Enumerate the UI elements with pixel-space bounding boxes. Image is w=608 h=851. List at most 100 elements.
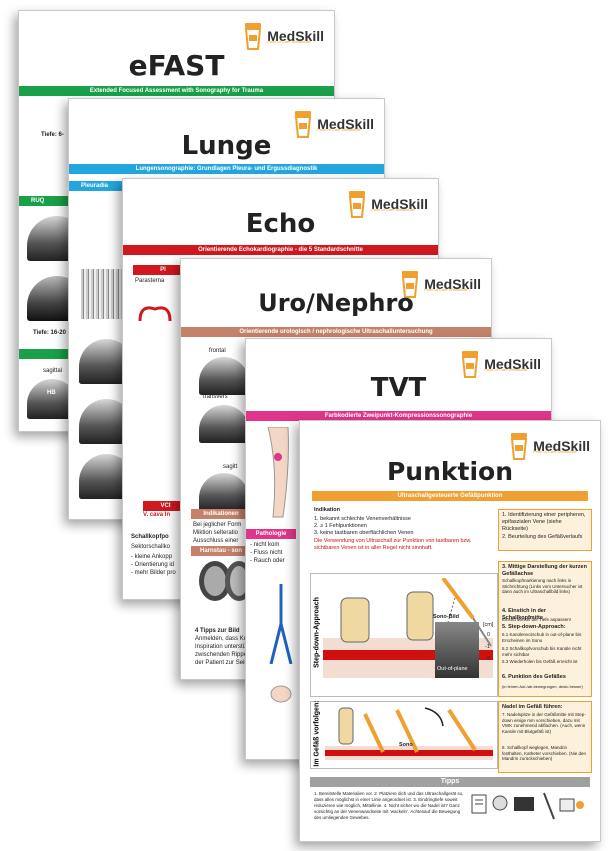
efast-ruq-band: RUQ (19, 196, 104, 206)
card-title: Uro/Nephro (258, 289, 414, 317)
heart-icon (138, 306, 172, 322)
cm-label: [cm] (483, 622, 494, 628)
card-subtitle-band: Farbkodierte Zweipunkt-Kompressionssonog… (246, 411, 551, 421)
medskill-logo: MedSkill Point of Care Ultraschall (460, 349, 541, 379)
step-1: 1. Identifizierung einer peripheren, epi… (502, 512, 586, 532)
step-2: 2. Beurteilung des Gefäßverlaufs (502, 534, 583, 540)
vessel-side-label: Im Gefäß vorfolgen: (313, 700, 321, 767)
vessel-illustration (325, 707, 493, 760)
card-subtitle-band: Lungensonographie: Grundlagen Pleura- un… (69, 164, 384, 174)
uro-text-3: Ausschluss einer (193, 538, 239, 544)
efast-label-sagittal: sagittal (43, 368, 63, 374)
echo-label-parasternal: Parasterna (135, 278, 165, 284)
step-3-detail: Schallkopfmarkierung nach links in Stich… (502, 578, 583, 594)
hand-icon (270, 685, 292, 703)
medskill-cup-icon (462, 351, 479, 378)
uro-harnstau-band: Harnstau - son (191, 546, 251, 556)
medskill-cup-icon (402, 271, 419, 298)
step-3: 3. Mittige Darstellung der kurzen Gefäßa… (502, 564, 587, 577)
steps-low-head: Nadel im Gefäß führen: (502, 704, 563, 710)
medskill-cup-icon (295, 111, 312, 138)
indikation-item-2: 2. ≥ 1 Fehlpunktionen (314, 523, 367, 529)
cm-tick-0: 0 (487, 632, 491, 638)
brand-tagline: Point of Care Ultraschall (317, 127, 361, 132)
indikation-item-1: 1. bekannt schlechte Venenverhältnisse (314, 516, 411, 522)
step-6: 6. Punktion des Gefäßes (502, 674, 566, 680)
card-subtitle-band: Ultraschallgesteuerte Gefäßpunktion (312, 491, 588, 501)
step-7: 7. Nadelspitze in der Gefäßmitte mit Ste… (502, 712, 586, 734)
brand-tagline: Point of Care Ultraschall (424, 287, 468, 292)
echo-label-ankopp: - kleine Ankopp (131, 554, 173, 560)
echo-label-sektor: Sektorschallko (131, 544, 171, 550)
uro-indikationen-band: Indikationen (191, 509, 251, 519)
step-4: 4. Einstich in der Schallkopfmitte (502, 608, 547, 621)
card-title: Punktion (386, 457, 514, 486)
tvt-text-2: - Fluss nicht (250, 550, 283, 556)
brand-name: MedSkill (267, 28, 324, 44)
uro-tipps-4: der Patient zur Seite (195, 660, 250, 666)
indikation-head: Indikation (314, 507, 340, 513)
card-subtitle-band: Orientierende urologisch / nephrologisch… (181, 327, 491, 337)
efast-label-tiefe2: Tiefe: 16-20 (33, 330, 66, 336)
steps-top-box: 1. Identifizierung einer peripheren, epi… (498, 509, 592, 551)
uro-label-transvers: transvers (203, 394, 228, 400)
efast-label-tiefe: Tiefe: 6- (41, 132, 64, 138)
medskill-cup-icon (245, 23, 262, 50)
uro-label-sagitt: sagitt (223, 464, 238, 470)
medskill-logo: MedSkill Point of Care Ultraschall (243, 21, 324, 51)
step-6-detail: (in feinen Auf-/ab-bewegungen, desto bes… (502, 684, 583, 689)
uro-ultrasound-1 (199, 357, 249, 395)
step-5: 5. Step-down-Approach: (502, 624, 566, 630)
uro-text-1: Bei jeglicher Form (193, 522, 242, 528)
brand-tagline: Point of Care Ultraschall (533, 449, 577, 454)
tvt-pathologie-band: Pathologie (246, 529, 296, 539)
step-5-3: 5.3 Wiederholen bis Gefäß erreicht ist (502, 659, 578, 664)
efast-band-2 (19, 349, 104, 359)
card-subtitle-band: Orientierende Echokardiographie - die 5 … (123, 245, 438, 255)
tvt-text-3: - Rauch oder (250, 558, 285, 564)
card-subtitle-band: Extended Focused Assessment with Sonogra… (19, 86, 334, 96)
medskill-cup-icon (349, 191, 366, 218)
step-8: 8. Schallkopf weglegen, Mandrin festhalt… (502, 745, 587, 761)
echo-pl-band: Pl (133, 265, 193, 275)
uro-tipps-head: 4 Tipps zur Bild (195, 628, 240, 634)
cm-tick-1: -1 (485, 644, 490, 650)
echo-label-schallkopf: Schallkopfpo (131, 534, 169, 540)
indikation-box: Indikation 1. bekannt schlechte Venenver… (310, 505, 495, 563)
indikation-item-3: 3. keine tastbaren oberflächlichen Venen (314, 530, 414, 536)
brand-name: MedSkill (371, 196, 428, 212)
uro-label-frontal: frontal (209, 348, 226, 354)
echo-label-vcava: V. cava In (143, 512, 171, 518)
brand-tagline: Point of Care Ultraschall (267, 39, 311, 44)
uro-text-2: Miktion selteratio (193, 530, 239, 536)
sono2-label: Sono (399, 742, 413, 748)
card-title: TVT (370, 373, 427, 403)
out-of-plane-label: Out-of-plane (437, 666, 468, 672)
uro-tipps-2: Inspiration unterstü (195, 644, 247, 650)
stepdown-side-label: Step-down-Approach (313, 597, 321, 668)
medskill-cup-icon (511, 433, 528, 460)
brand-name: MedSkill (484, 356, 541, 372)
indikation-warning: Die Verwendung von Ultraschall zur Punkt… (314, 538, 472, 551)
uro-ultrasound-3 (199, 473, 249, 511)
tipps-band: Tipps (310, 777, 590, 787)
card-title: eFAST (128, 49, 225, 82)
medskill-logo: MedSkill Point of Care Ultraschall (400, 269, 481, 299)
cm-tick-2: -2 (485, 656, 490, 662)
stepdown-section: Step-down-Approach Sono-Bild Out-of-plan… (310, 573, 498, 697)
brand-tagline: Point of Care Ultraschall (484, 367, 528, 372)
steps-low-box: Nadel im Gefäß führen: 7. Nadelspitze in… (498, 701, 592, 773)
echo-label-orient: - Orientierung id (131, 562, 175, 568)
card-punktion: MedSkill Point of Care Ultraschall Punkt… (299, 420, 601, 842)
tipps-icons (471, 792, 584, 820)
card-title: Echo (245, 209, 316, 239)
sono-image: Sono-Bild Out-of-plane (433, 614, 479, 678)
sono-label: Sono-Bild (433, 614, 459, 620)
steps-mid-box: 3. Mittige Darstellung der kurzen Gefäßa… (498, 561, 592, 697)
tipps-text: 1. Bereitstelle Materialien vor. 2. Plat… (314, 791, 464, 820)
efast-label-hb: HB (47, 390, 56, 396)
brand-name: MedSkill (533, 438, 590, 454)
brand-tagline: Point of Care Ultraschall (371, 207, 415, 212)
lunge-pleura-band: Pleuradia (69, 181, 144, 191)
card-title: Lunge (181, 131, 272, 161)
